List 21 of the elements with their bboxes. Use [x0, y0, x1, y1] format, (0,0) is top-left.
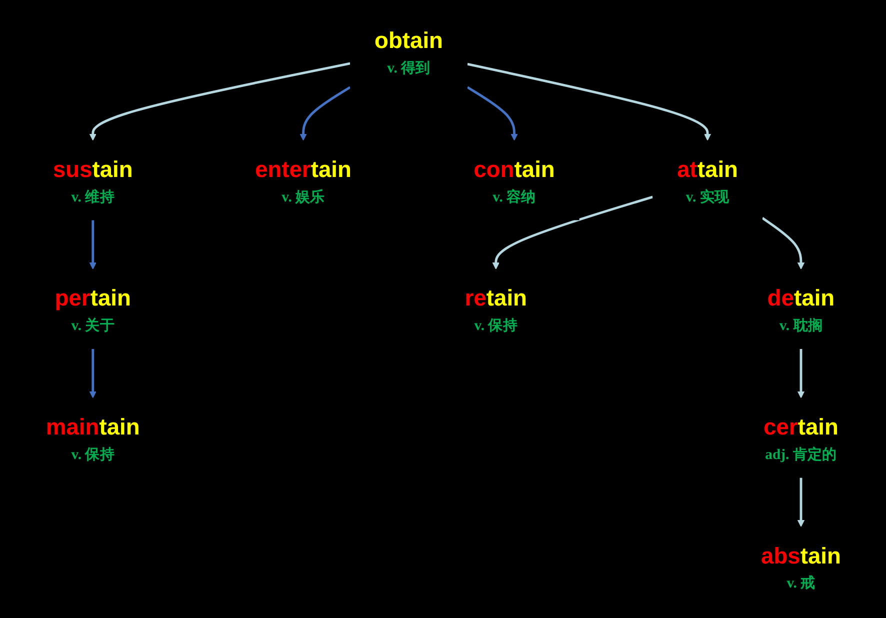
arrow — [88, 220, 96, 270]
arrow — [761, 217, 804, 270]
arrow — [796, 478, 804, 527]
node-text: attain v. 实现 — [676, 156, 738, 205]
arrow — [299, 86, 350, 141]
node-text: pertain v. 关于 — [54, 285, 130, 334]
arrow — [88, 348, 96, 398]
node-text: certain adj. 肯定的 — [763, 414, 838, 462]
node-text: obtain v. 得到 — [374, 28, 443, 76]
node-text: abstain v. 戒 — [760, 542, 840, 591]
arrow — [88, 62, 350, 141]
node-text: maintain v. 保持 — [46, 414, 140, 462]
arrow — [466, 86, 518, 141]
node-text: contain v. 容纳 — [473, 156, 554, 205]
node-text: retain v. 保持 — [464, 285, 526, 334]
arrow — [796, 348, 804, 398]
node-text: entertain v. 娱乐 — [254, 156, 351, 205]
arrow — [492, 196, 653, 270]
node-text: detain v. 耽搁 — [766, 285, 834, 334]
arrow — [466, 62, 711, 141]
node-text: sustain v. 维持 — [52, 156, 132, 205]
